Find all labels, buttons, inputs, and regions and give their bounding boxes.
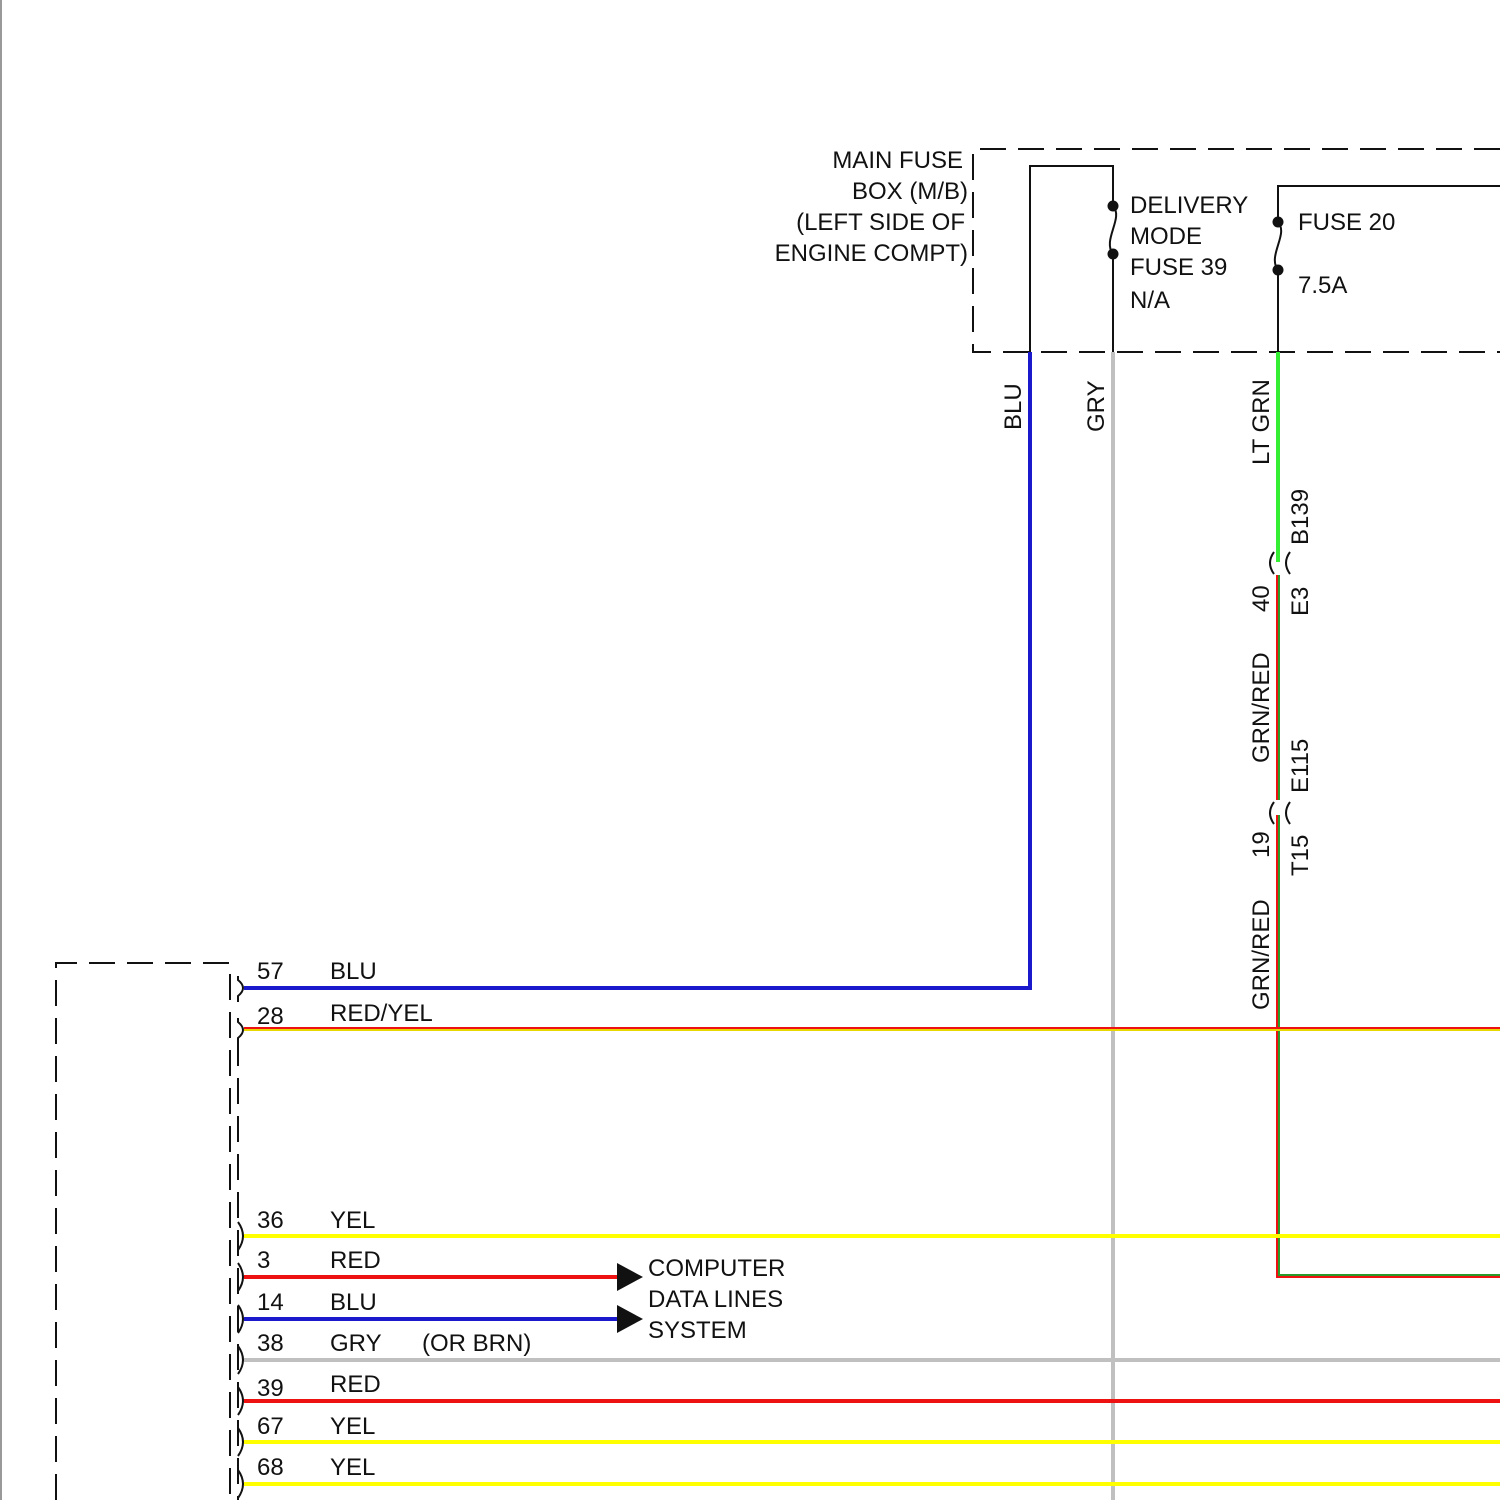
delivery-fuse-line-1: DELIVERY <box>1130 192 1248 219</box>
label-gry-vertical: GRY <box>1083 380 1110 432</box>
pin-terminal-57 <box>238 976 243 1002</box>
label-t15: T15 <box>1287 835 1314 876</box>
delivery-mode-fuse-symbol <box>1108 201 1119 353</box>
wire-grn-red <box>1277 575 1500 1277</box>
arrow-pin3 <box>617 1263 643 1291</box>
pin-number-67: 67 <box>257 1413 284 1440</box>
wire-red-yel-pin28 <box>244 1028 1500 1030</box>
label-blu-vertical: BLU <box>1000 383 1027 430</box>
delivery-fuse-line-4: N/A <box>1130 287 1170 314</box>
computer-data-lines-2: DATA LINES <box>648 1286 783 1313</box>
wire-blu-pin57 <box>244 352 1030 988</box>
label-pin-19: 19 <box>1248 831 1275 858</box>
wire-color-3: RED <box>330 1247 381 1274</box>
arrow-pin14 <box>617 1305 643 1333</box>
label-e115: E115 <box>1287 739 1314 793</box>
wire-color-68: YEL <box>330 1454 375 1481</box>
computer-data-lines-3: SYSTEM <box>648 1317 747 1344</box>
fuse-box-title-line-2: BOX (M/B) <box>852 178 968 205</box>
pin-number-36: 36 <box>257 1207 284 1234</box>
pin-number-57: 57 <box>257 958 284 985</box>
wire-note-38: (OR BRN) <box>422 1330 531 1357</box>
label-grn-red-lower: GRN/RED <box>1248 899 1275 1010</box>
label-grn-red-upper: GRN/RED <box>1248 652 1275 763</box>
module-dashed-outline <box>56 963 230 1500</box>
internal-jumper <box>1030 166 1113 352</box>
wire-color-36: YEL <box>330 1207 375 1234</box>
pin-number-68: 68 <box>257 1454 284 1481</box>
fuse-box-title-line-1: MAIN FUSE <box>832 147 963 174</box>
fuse-20-rating: 7.5A <box>1298 272 1347 299</box>
fuse-box-title-line-4: ENGINE COMPT) <box>775 240 968 267</box>
wire-color-14: BLU <box>330 1289 377 1316</box>
delivery-fuse-line-3: FUSE 39 <box>1130 254 1227 281</box>
label-e3: E3 <box>1287 587 1314 616</box>
pin-number-28: 28 <box>257 1003 284 1030</box>
pin-terminal-28 <box>238 1018 243 1044</box>
wire-color-28: RED/YEL <box>330 1000 433 1027</box>
fuse-box-title-line-3: (LEFT SIDE OF <box>796 209 965 236</box>
wire-color-38: GRY <box>330 1330 382 1357</box>
label-lt-grn-vertical: LT GRN <box>1248 379 1275 465</box>
wire-color-67: YEL <box>330 1413 375 1440</box>
pin-number-39: 39 <box>257 1375 284 1402</box>
fuse-box-dashed-outline <box>973 149 1500 352</box>
pin-number-38: 38 <box>257 1330 284 1357</box>
delivery-fuse-line-2: MODE <box>1130 223 1202 250</box>
wire-color-57: BLU <box>330 958 377 985</box>
pin-number-14: 14 <box>257 1289 284 1316</box>
module-connector <box>56 963 243 1500</box>
label-pin-40: 40 <box>1248 585 1275 612</box>
pin-number-3: 3 <box>257 1247 270 1274</box>
computer-data-lines-1: COMPUTER <box>648 1255 785 1282</box>
fuse-20-name: FUSE 20 <box>1298 209 1395 236</box>
label-b139: B139 <box>1287 489 1314 545</box>
main-fuse-box: MAIN FUSE BOX (M/B) (LEFT SIDE OF ENGINE… <box>775 147 1500 352</box>
wire-color-39: RED <box>330 1371 381 1398</box>
